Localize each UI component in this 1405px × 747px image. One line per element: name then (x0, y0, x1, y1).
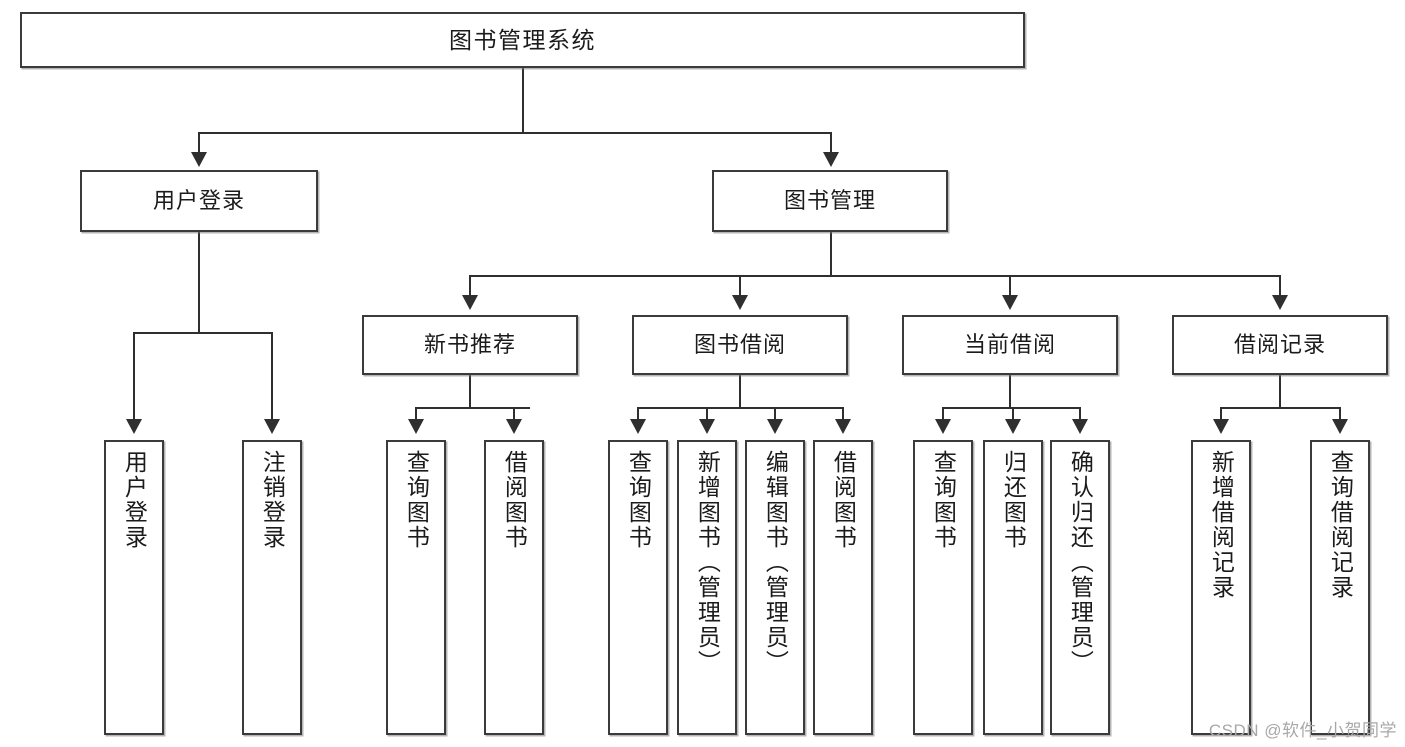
arrow-to-leaf-new-book-query (408, 419, 424, 434)
connector-bb-branch-1 (637, 407, 639, 420)
leaf-borrow-record-add[interactable]: 新增借阅记录 (1191, 440, 1251, 735)
leaf-user-login-signin[interactable]: 用户登录 (104, 440, 164, 735)
connector-bm-branch-1 (469, 275, 471, 296)
leaf-book-borrow-query[interactable]: 查询图书 (608, 440, 668, 735)
connector-cb-branch-3 (1079, 407, 1081, 420)
connector-current-borrow-stem (1009, 375, 1011, 408)
node-label: 注销登录 (259, 450, 286, 550)
node-label: 图书借阅 (693, 332, 786, 358)
connector-bm-branch-2 (739, 275, 741, 296)
node-label: 借阅记录 (1233, 332, 1326, 358)
connector-borrow-record-stem (1279, 375, 1281, 408)
connector-new-book-bus (416, 407, 530, 409)
arrow-to-leaf-new-book-borrow (506, 419, 522, 434)
connector-user-login-branch-2 (271, 332, 273, 420)
connector-book-management-bus (470, 275, 1281, 277)
arrow-to-book-management (823, 152, 839, 167)
arrow-to-leaf-borrow-record-add (1213, 419, 1229, 434)
node-label: 用户登录 (152, 188, 245, 214)
arrow-to-leaf-current-borrow-return (1005, 419, 1021, 434)
connector-root-bus (199, 132, 831, 134)
connector-root-stem (522, 68, 524, 133)
connector-bb-branch-2 (706, 407, 708, 420)
csdn-watermark: CSDN @软件_小贺同学 (1208, 721, 1397, 740)
connector-br-branch-1 (1220, 407, 1222, 420)
node-book-borrow[interactable]: 图书借阅 (632, 315, 848, 375)
node-book-management[interactable]: 图书管理 (712, 170, 948, 232)
node-label: 查询图书 (625, 450, 652, 550)
node-new-book-recommend[interactable]: 新书推荐 (362, 315, 578, 375)
arrow-to-leaf-borrow-record-query (1332, 419, 1348, 434)
arrow-to-new-book-recommend (462, 295, 478, 310)
node-label: 借阅图书 (501, 450, 528, 550)
arrow-to-leaf-user-login-signout (264, 419, 280, 434)
node-label: 新书推荐 (423, 332, 516, 358)
connector-root-to-user-login (198, 132, 200, 153)
node-label: 确认归还（管理员） (1067, 450, 1094, 675)
connector-book-borrow-bus (638, 407, 844, 409)
node-label: 当前借阅 (963, 332, 1056, 358)
arrow-to-leaf-book-borrow-add (699, 419, 715, 434)
leaf-user-login-signout[interactable]: 注销登录 (242, 440, 302, 735)
leaf-current-borrow-return[interactable]: 归还图书 (983, 440, 1043, 735)
arrow-to-book-borrow (732, 295, 748, 310)
leaf-book-borrow-lend[interactable]: 借阅图书 (813, 440, 873, 735)
arrow-to-leaf-current-borrow-query (935, 419, 951, 434)
node-label: 用户登录 (121, 450, 148, 550)
leaf-current-borrow-query[interactable]: 查询图书 (913, 440, 973, 735)
connector-bm-branch-4 (1279, 275, 1281, 296)
node-label: 查询图书 (403, 450, 430, 550)
arrow-to-leaf-user-login-signin (126, 419, 142, 434)
arrow-to-borrow-record (1272, 295, 1288, 310)
node-label: 查询图书 (930, 450, 957, 550)
node-label: 图书管理系统 (449, 26, 596, 53)
connector-cb-branch-1 (942, 407, 944, 420)
connector-book-management-stem (830, 232, 832, 276)
node-label: 图书管理 (783, 188, 876, 214)
node-root-library-management-system[interactable]: 图书管理系统 (20, 12, 1025, 68)
leaf-book-borrow-edit[interactable]: 编辑图书（管理员） (745, 440, 805, 735)
node-user-login[interactable]: 用户登录 (80, 170, 318, 232)
arrow-to-leaf-book-borrow-lend (835, 419, 851, 434)
leaf-new-book-query[interactable]: 查询图书 (386, 440, 446, 735)
connector-user-login-stem (198, 232, 200, 333)
connector-nb-branch-2 (513, 407, 515, 420)
node-label: 新增图书（管理员） (694, 450, 721, 675)
arrow-to-leaf-current-borrow-confirm (1072, 419, 1088, 434)
connector-bb-branch-4 (842, 407, 844, 420)
node-label: 编辑图书（管理员） (762, 450, 789, 675)
arrow-to-leaf-book-borrow-query (630, 419, 646, 434)
connector-nb-branch-1 (415, 407, 417, 420)
node-label: 新增借阅记录 (1208, 450, 1235, 600)
leaf-current-borrow-confirm-return[interactable]: 确认归还（管理员） (1050, 440, 1110, 735)
connector-user-login-branch-1 (133, 332, 135, 420)
connector-root-to-book-management (830, 132, 832, 153)
connector-br-branch-2 (1339, 407, 1341, 420)
node-label: 查询借阅记录 (1327, 450, 1354, 600)
connector-borrow-record-bus (1221, 407, 1341, 409)
connector-new-book-stem (469, 375, 471, 408)
node-borrow-record[interactable]: 借阅记录 (1172, 315, 1388, 375)
arrow-to-leaf-book-borrow-edit (767, 419, 783, 434)
connector-user-login-bus (134, 332, 273, 334)
connector-book-borrow-stem (739, 375, 741, 408)
leaf-borrow-record-query[interactable]: 查询借阅记录 (1310, 440, 1370, 735)
arrow-to-current-borrow (1002, 295, 1018, 310)
connector-bm-branch-3 (1009, 275, 1011, 296)
node-label: 归还图书 (1000, 450, 1027, 550)
leaf-new-book-borrow[interactable]: 借阅图书 (484, 440, 544, 735)
leaf-book-borrow-add[interactable]: 新增图书（管理员） (677, 440, 737, 735)
arrow-to-user-login (191, 152, 207, 167)
node-current-borrow[interactable]: 当前借阅 (902, 315, 1118, 375)
connector-bb-branch-3 (774, 407, 776, 420)
node-label: 借阅图书 (830, 450, 857, 550)
connector-cb-branch-2 (1012, 407, 1014, 420)
